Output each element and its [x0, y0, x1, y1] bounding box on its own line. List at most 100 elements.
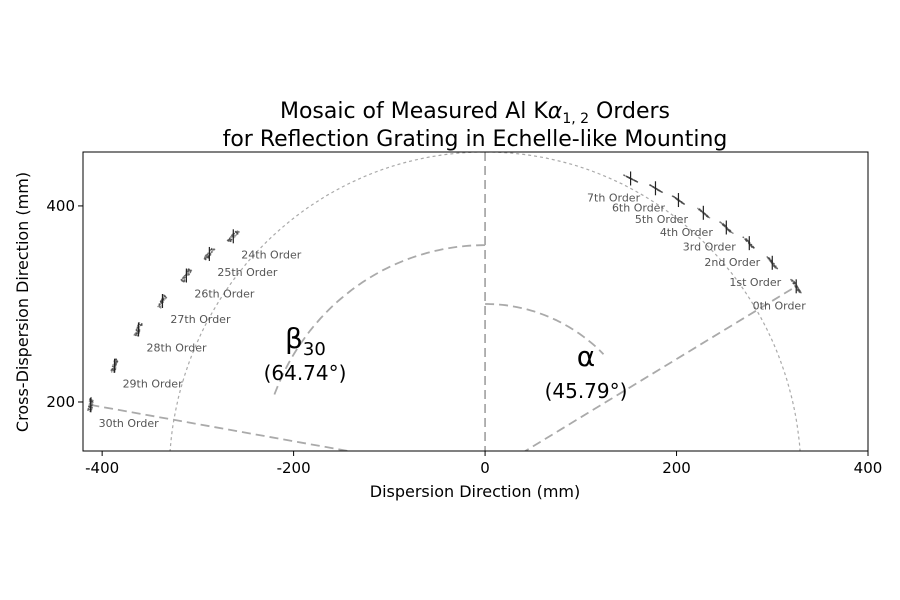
- order-speckle: [672, 195, 675, 198]
- order-speckle: [230, 235, 232, 238]
- order-speckle: [114, 367, 117, 369]
- x-tick-label: 400: [854, 459, 883, 477]
- right-order-5: 2nd Order: [704, 236, 761, 269]
- order-speckle: [181, 279, 184, 282]
- order-speckle: [768, 257, 771, 259]
- order-label: 4th Order: [660, 226, 714, 239]
- right-order-2: 5th Order: [635, 193, 689, 226]
- order-speckle: [698, 208, 700, 211]
- order-speckle: [205, 257, 207, 259]
- order-speckle: [236, 233, 239, 235]
- outer-order-arc: [169, 152, 801, 451]
- order-speckle: [187, 269, 189, 271]
- order-speckle: [731, 231, 733, 234]
- order-label: 0th Order: [753, 299, 807, 312]
- left-order-0: 24th Order: [226, 229, 302, 261]
- order-speckle: [704, 213, 707, 216]
- left-order-3: 27th Order: [157, 294, 231, 326]
- order-speckle: [88, 405, 90, 408]
- x-axis-label: Dispersion Direction (mm): [370, 482, 581, 501]
- plot-frame: [82, 151, 869, 452]
- alpha-angle-arc: [485, 303, 605, 355]
- order-speckle: [160, 307, 162, 309]
- order-label: 24th Order: [241, 248, 302, 261]
- order-speckle: [697, 207, 699, 210]
- order-label: 25th Order: [217, 266, 278, 279]
- order-speckle: [773, 265, 775, 267]
- order-speckle: [158, 304, 160, 307]
- order-speckle: [136, 326, 139, 329]
- order-speckle: [680, 201, 683, 203]
- order-speckle: [706, 215, 709, 218]
- right-order-7: 0th Order: [753, 278, 807, 312]
- order-speckle: [189, 271, 192, 274]
- order-speckle: [228, 238, 230, 241]
- order-label: 3rd Order: [683, 240, 737, 253]
- beta-value: (64.74°): [264, 361, 347, 385]
- left-order-4: 28th Order: [133, 322, 207, 354]
- x-tick-label: -200: [277, 459, 311, 477]
- order-speckle: [234, 234, 237, 237]
- order-speckle: [794, 282, 796, 285]
- order-speckle: [744, 238, 746, 240]
- order-speckle: [111, 368, 114, 370]
- order-speckle: [110, 369, 113, 371]
- beta-radial-line: [90, 404, 354, 451]
- order-speckle: [727, 228, 729, 230]
- order-speckle: [88, 404, 90, 406]
- chart-title-line1: Mosaic of Measured Al Kα1, 2 Orders: [280, 99, 670, 127]
- order-speckle: [205, 254, 207, 257]
- x-tick-label: 0: [480, 459, 490, 477]
- order-speckle: [183, 275, 186, 277]
- order-speckle: [188, 270, 190, 272]
- order-speckle: [722, 224, 725, 226]
- order-speckle: [653, 186, 655, 189]
- beta-angle-arc: [272, 244, 486, 397]
- alpha-symbol: α: [577, 340, 595, 373]
- alpha-value: (45.79°): [545, 379, 628, 403]
- order-label: 2nd Order: [704, 256, 760, 269]
- order-speckle: [719, 221, 721, 223]
- order-speckle: [797, 288, 800, 290]
- order-speckle: [676, 198, 678, 201]
- order-label: 26th Order: [194, 288, 255, 301]
- order-speckle: [790, 278, 792, 281]
- order-speckle: [210, 250, 213, 253]
- order-speckle: [157, 305, 159, 308]
- alpha-angle-label: α (45.79°): [545, 340, 628, 403]
- order-speckle: [796, 289, 799, 292]
- order-speckle: [627, 176, 630, 179]
- order-speckle: [767, 257, 770, 259]
- order-speckle: [181, 277, 184, 279]
- x-tick-label: -400: [85, 459, 119, 477]
- order-speckle: [746, 239, 749, 242]
- order-speckle: [651, 185, 653, 188]
- order-speckle: [791, 280, 793, 283]
- order-speckle: [233, 234, 236, 237]
- order-speckle: [236, 230, 239, 232]
- order-speckle: [115, 364, 117, 367]
- order-speckle: [187, 274, 189, 277]
- order-label: 30th Order: [99, 417, 160, 430]
- left-order-2: 26th Order: [180, 268, 255, 301]
- order-label: 27th Order: [170, 313, 231, 326]
- order-speckle: [180, 278, 183, 281]
- order-speckle: [674, 197, 677, 200]
- order-speckle: [238, 231, 240, 233]
- order-speckle: [798, 289, 801, 292]
- order-speckle: [183, 280, 185, 283]
- order-speckle: [183, 279, 186, 282]
- order-speckle: [728, 230, 731, 232]
- order-speckle: [140, 324, 143, 326]
- order-speckle: [631, 178, 634, 181]
- order-label: 5th Order: [635, 213, 689, 226]
- order-speckle: [206, 256, 209, 259]
- y-tick-label: 200: [46, 393, 75, 411]
- order-speckle: [159, 303, 161, 305]
- order-speckle: [742, 236, 745, 239]
- right-order-0: 7th Order: [587, 171, 641, 204]
- order-speckle: [88, 400, 91, 403]
- order-speckle: [649, 184, 652, 187]
